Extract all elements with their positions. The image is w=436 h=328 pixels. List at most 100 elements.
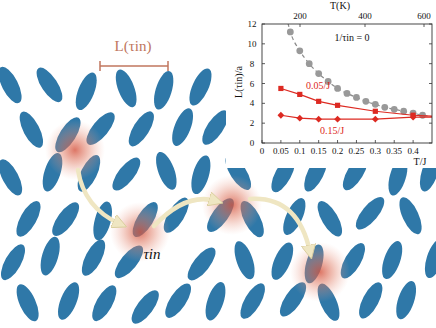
inset-panel <box>226 0 436 168</box>
molecule <box>108 153 145 194</box>
data-point <box>372 116 379 123</box>
curve-label: 0.05/J <box>306 81 330 91</box>
axis-title: T/J <box>414 157 427 167</box>
tick-label: 0.2 <box>332 147 343 156</box>
data-point <box>296 47 303 54</box>
tick-label: 0.1 <box>294 147 305 156</box>
axis-tick <box>429 103 432 104</box>
molecule <box>88 282 122 325</box>
data-point <box>334 85 341 92</box>
axis-tick <box>299 140 300 143</box>
tick-label: 0.15 <box>311 147 327 156</box>
molecule <box>432 198 436 241</box>
molecule <box>236 280 270 323</box>
molecule <box>111 67 140 110</box>
hot-spot <box>45 120 105 180</box>
axis-tick <box>375 140 376 143</box>
data-point <box>373 109 378 114</box>
data-point <box>381 104 388 111</box>
molecule <box>0 156 27 199</box>
molecule <box>395 194 426 237</box>
hop-arrow <box>154 199 216 226</box>
axis-tick <box>337 140 338 143</box>
molecule <box>54 280 84 323</box>
molecule <box>202 280 230 323</box>
hop-arrow <box>250 199 310 252</box>
molecule <box>47 198 84 240</box>
tick-label: 8 <box>250 59 255 68</box>
axis-title: L(τin)/a <box>234 66 244 98</box>
data-point <box>334 116 341 123</box>
hop-arrow <box>78 170 120 224</box>
scale-tick <box>99 61 101 71</box>
axis-tick <box>262 43 265 44</box>
hop-time-label: τin <box>143 247 160 262</box>
molecule <box>313 197 347 240</box>
data-point <box>353 94 360 101</box>
molecule <box>378 238 406 281</box>
molecule <box>124 108 159 150</box>
data-point <box>278 86 283 91</box>
molecule <box>0 64 26 107</box>
tick-label: 400 <box>358 12 372 21</box>
data-point <box>287 29 294 36</box>
molecule <box>168 106 198 149</box>
axis-title: T(K) <box>330 1 350 11</box>
tick-label: 4 <box>250 99 255 108</box>
molecule <box>421 237 436 280</box>
tick-label: 600 <box>417 12 431 21</box>
data-point <box>344 90 351 97</box>
inset-plot <box>262 9 432 143</box>
hop-arrows <box>78 170 310 252</box>
hot-spot <box>110 202 170 262</box>
axis-tick <box>356 140 357 143</box>
data-point <box>410 114 417 121</box>
data-line <box>281 115 432 119</box>
axis-tick <box>262 140 263 143</box>
data-point <box>306 60 313 67</box>
axis-tick <box>300 24 301 27</box>
molecule <box>12 281 43 324</box>
molecule <box>160 280 195 322</box>
curve-label: 1/τin = 0 <box>334 33 369 43</box>
molecule <box>152 149 181 192</box>
data-point <box>335 103 340 108</box>
molecule <box>150 69 177 112</box>
tick-label: 0 <box>260 147 265 156</box>
axis-tick <box>318 140 319 143</box>
tick-label: 0.35 <box>386 147 402 156</box>
axis-tick <box>424 24 425 27</box>
tick-label: 2 <box>250 119 255 128</box>
scale-label: L(τin) <box>115 39 152 54</box>
tick-label: 12 <box>248 20 257 29</box>
tick-label: 200 <box>293 12 307 21</box>
data-point <box>315 70 322 77</box>
curve-label: 0.15/J <box>320 126 344 136</box>
data-line <box>281 88 432 116</box>
axis-tick <box>429 63 432 64</box>
axis-tick <box>429 143 432 144</box>
molecule <box>183 243 220 284</box>
data-point <box>362 98 369 105</box>
hot-spot <box>290 242 350 302</box>
axis-tick <box>429 24 432 25</box>
molecule <box>12 197 46 240</box>
scale-bar <box>100 61 168 71</box>
axis-tick <box>262 123 265 124</box>
molecule <box>230 239 258 282</box>
data-point <box>297 92 302 97</box>
data-point <box>277 112 284 119</box>
molecule <box>32 64 67 106</box>
molecule <box>15 108 48 151</box>
molecule <box>77 236 110 279</box>
tick-label: 0.25 <box>349 147 365 156</box>
axis-tick <box>413 140 414 143</box>
tick-label: 0.05 <box>273 147 289 156</box>
scale-tick <box>167 61 169 71</box>
molecule <box>392 279 420 322</box>
data-point <box>391 106 398 113</box>
molecule <box>354 279 387 322</box>
tick-label: 0 <box>250 139 255 148</box>
